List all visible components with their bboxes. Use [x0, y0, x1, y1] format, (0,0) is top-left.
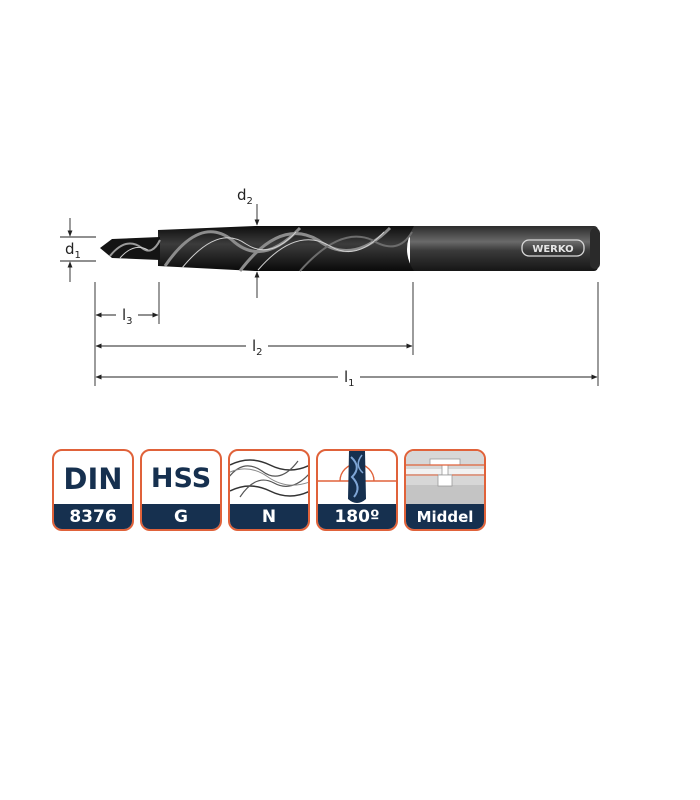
din-standard-badge: DIN 8376 [52, 449, 134, 531]
drill-type-badge: N [228, 449, 310, 531]
badge-hss-title: HSS [150, 463, 212, 494]
drill-body-large [158, 226, 414, 272]
drill-body-pilot [100, 237, 161, 260]
badge-din-number: 8376 [54, 504, 132, 529]
step-drill-drawing: WERKO [60, 186, 600, 389]
l3-label: l3 [122, 306, 133, 327]
badge-din-title: DIN [63, 461, 123, 496]
point-angle-badge: 180º [316, 449, 398, 531]
twist-drill-icon [230, 459, 308, 498]
d2-label: d2 [237, 186, 253, 207]
point-angle-icon [318, 451, 396, 503]
d1-label: d1 [65, 240, 81, 261]
badge-angle-value: 180º [318, 504, 396, 529]
werko-brand-mark: WERKO [532, 244, 573, 255]
l2-label: l2 [252, 337, 263, 358]
drill-shank: WERKO [410, 226, 600, 271]
counterbore-badge: Middel [404, 449, 486, 531]
dimension-lines [60, 204, 599, 386]
badge-counterbore-label: Middel [406, 504, 484, 529]
counterbore-icon [406, 451, 484, 506]
spec-badges: DIN 8376 HSS G N 180º [52, 449, 492, 533]
badge-type-letter: N [230, 504, 308, 529]
hss-material-badge: HSS G [140, 449, 222, 531]
badge-hss-grade: G [142, 504, 220, 529]
l1-label: l1 [344, 368, 355, 389]
